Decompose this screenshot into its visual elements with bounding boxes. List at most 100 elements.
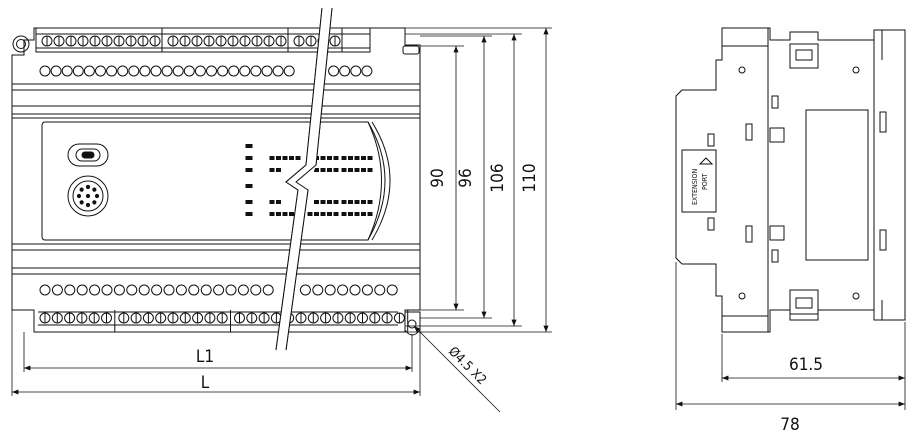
wire-hole [361,284,373,296]
io-led [361,168,366,172]
io-led [354,168,360,172]
wire-hole [200,284,212,296]
io-led [367,212,373,216]
wire-hole [183,65,195,77]
io-led [289,156,294,160]
wire-hole [250,65,262,77]
wire-hole [299,284,311,296]
io-led [341,212,347,216]
dim-label-61-5: 61.5 [789,355,823,375]
wire-hole [225,284,237,296]
wire-hole [175,284,187,296]
extension-label-line1: EXTENSION [691,168,699,205]
io-led [348,200,353,204]
dim-label-90: 90 [428,168,448,187]
dim-label-110: 110 [520,163,540,192]
io-led [307,212,313,216]
din-clip-top [789,43,819,69]
io-led [333,156,339,160]
extension-port-label [681,149,717,213]
wire-hole [386,284,398,296]
top-terminal-strip [35,27,371,53]
wire-hole [117,65,129,77]
dim-label-l1: L1 [196,347,214,367]
wire-hole [361,65,373,77]
top-wire-holes [39,65,373,77]
wire-hole [349,284,361,296]
io-led [276,156,281,160]
io-led [269,168,275,172]
wire-hole [83,65,95,77]
io-led [276,200,281,204]
status-led [245,184,253,188]
wire-hole [172,65,184,77]
io-led [333,168,339,172]
wire-hole [126,284,138,296]
wire-hole [337,284,349,296]
wire-hole [339,65,351,77]
wire-hole [39,284,51,296]
bottom-wire-holes [39,284,398,296]
io-indicator-leds [245,144,373,216]
wire-hole [328,65,340,77]
io-led [320,156,326,160]
wire-hole [272,65,284,77]
side-window [805,109,869,261]
io-led [327,168,332,172]
dim-label-96: 96 [456,168,476,187]
status-led [245,156,253,160]
wire-hole [324,284,336,296]
wire-hole [261,65,273,77]
dim-label-106: 106 [488,163,508,192]
io-led [367,168,373,172]
dim-label-l: L [201,373,210,393]
io-led [282,212,288,216]
hole-label: Ø4.5 X2 [445,344,489,388]
io-led [361,200,366,204]
io-led [354,212,360,216]
program-port [67,175,109,217]
io-led [269,156,275,160]
din-clip-bottom [789,289,819,315]
din-rail-body [675,27,906,333]
wire-hole [50,65,62,77]
io-led [314,168,319,172]
wire-hole [194,65,206,77]
hole-leader [413,325,501,413]
wire-hole [128,65,140,77]
wire-hole [101,284,113,296]
status-led [245,212,253,216]
wire-hole [262,284,274,296]
wire-hole [95,65,106,77]
io-led [327,212,332,216]
io-led [361,156,366,160]
run-stop-switch [67,143,109,167]
io-led [289,212,294,216]
io-led [327,200,332,204]
wire-hole [312,284,324,296]
wire-hole [350,65,362,77]
io-led [333,212,339,216]
io-led [367,200,373,204]
io-led [341,200,347,204]
wire-hole [61,65,73,77]
io-led [282,156,288,160]
bottom-terminals [39,310,409,332]
io-led [348,156,353,160]
wire-hole [151,284,163,296]
status-led [245,144,253,148]
io-led [314,200,319,204]
io-led [354,200,360,204]
status-led [245,200,253,204]
io-led [269,200,275,204]
io-led [348,168,353,172]
wire-hole [239,65,251,77]
io-led [361,212,366,216]
io-led [269,212,275,216]
wire-hole [106,65,118,77]
port-pins [76,184,100,208]
front-cover [41,121,382,241]
wire-hole [72,65,84,77]
wire-hole [39,65,51,77]
wire-hole [76,284,88,296]
